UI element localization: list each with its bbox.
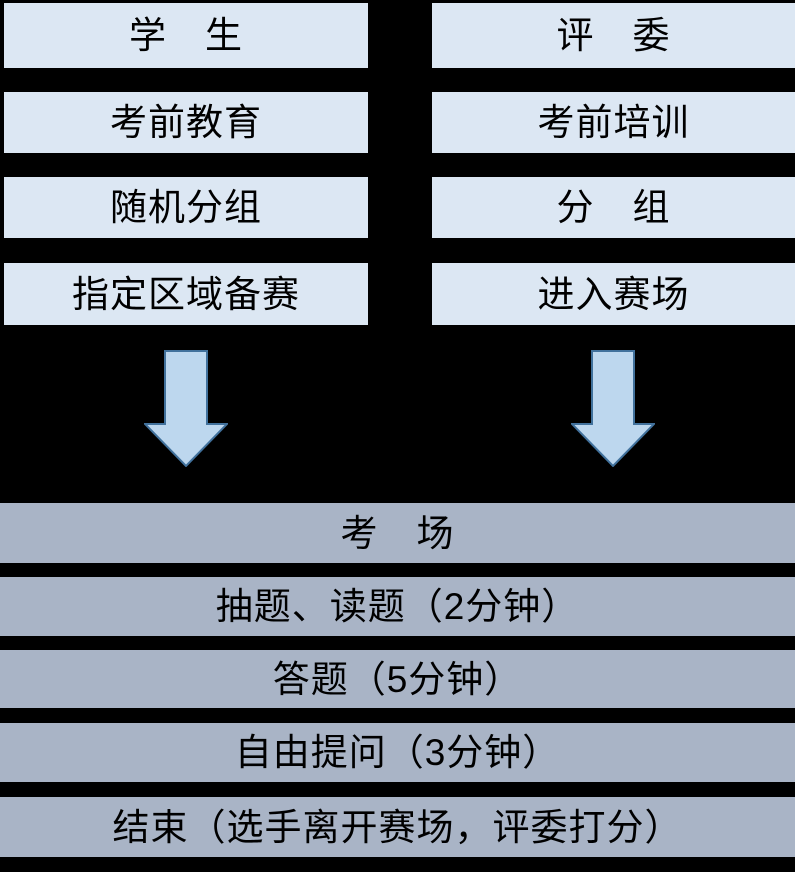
- box-judges: 评 委: [432, 3, 795, 68]
- box-end-scoring: 结束（选手离开赛场，评委打分）: [0, 797, 795, 857]
- box-free-questions: 自由提问（3分钟）: [0, 723, 795, 782]
- box-draw-read-question: 抽题、读题（2分钟）: [0, 577, 795, 636]
- down-arrow-icon: [144, 350, 228, 467]
- box-answer-question: 答题（5分钟）: [0, 650, 795, 708]
- box-pre-exam-training: 考前培训: [432, 92, 795, 153]
- box-enter-venue: 进入赛场: [432, 263, 795, 325]
- down-arrow-icon: [571, 350, 655, 467]
- box-exam-room: 考 场: [0, 503, 795, 563]
- box-random-grouping: 随机分组: [4, 177, 368, 238]
- box-students: 学 生: [4, 3, 368, 68]
- box-pre-exam-education: 考前教育: [4, 92, 368, 153]
- box-designated-area-prep: 指定区域备赛: [4, 263, 368, 325]
- box-grouping: 分 组: [432, 177, 795, 238]
